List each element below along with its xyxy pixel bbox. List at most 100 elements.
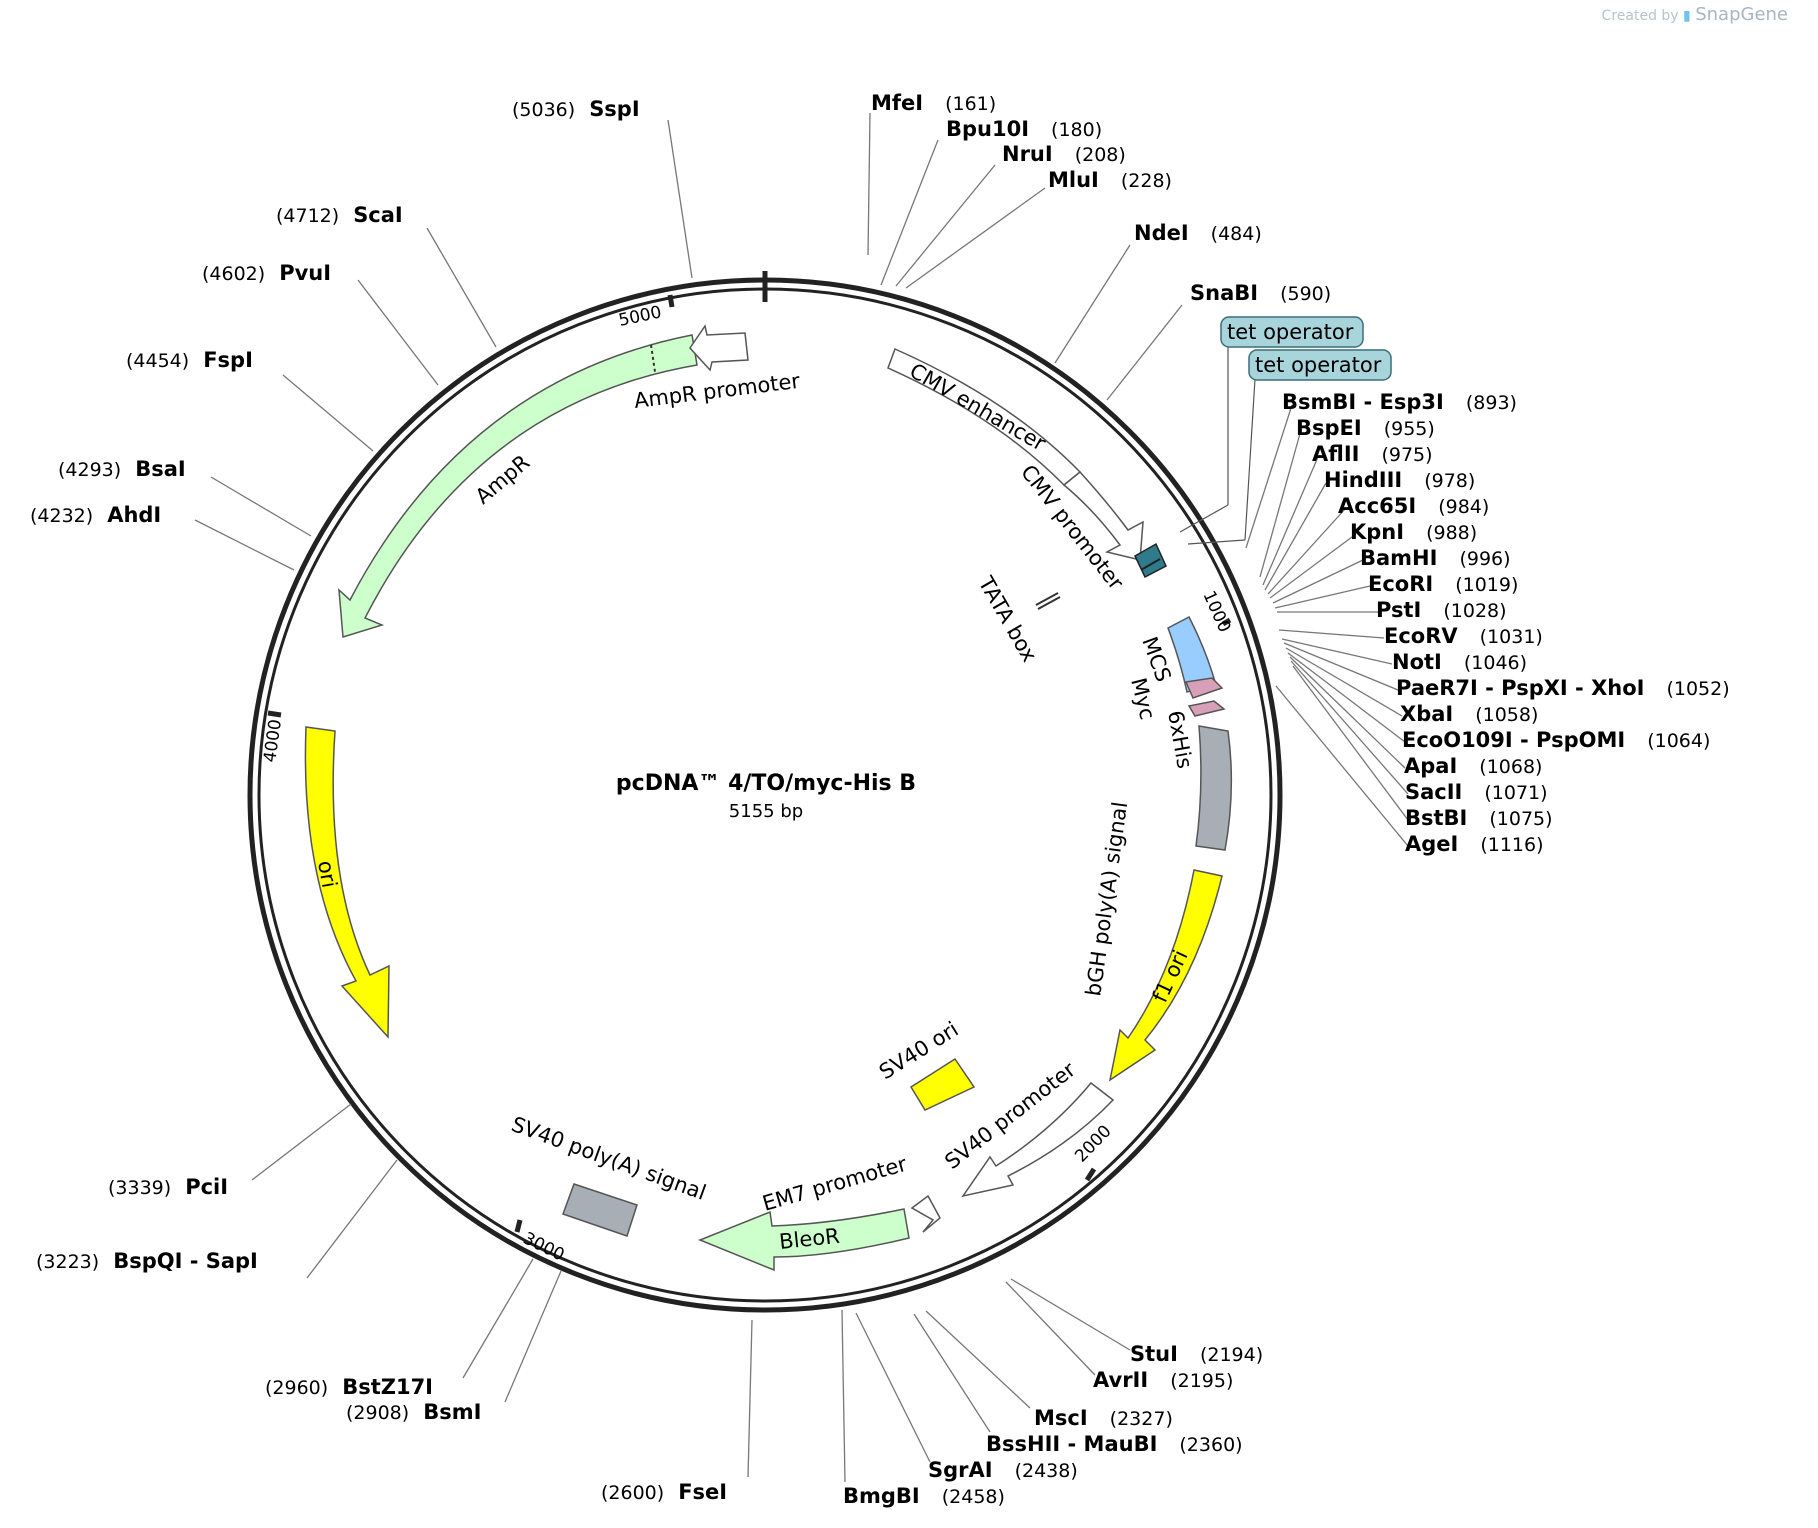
enzyme-pos: (3223)	[36, 1251, 99, 1273]
enzyme-name: EcoO109I - PspOMI	[1402, 728, 1625, 752]
enzyme-name: PstI	[1376, 598, 1421, 622]
svg-text:(2600)FseI: (2600)FseI	[601, 1480, 727, 1504]
enzyme-pos: (1116)	[1480, 834, 1543, 856]
enzyme-pos: (3339)	[108, 1177, 171, 1199]
svg-text:(4232)AhdI: (4232)AhdI	[30, 503, 161, 527]
enzyme-pos: (984)	[1438, 496, 1489, 518]
enzyme-name: SacII	[1405, 780, 1462, 804]
svg-text:NdeI(484): NdeI(484)	[1134, 221, 1262, 245]
enzyme-name: BspQI - SapI	[113, 1249, 258, 1273]
enzyme-name: NotI	[1392, 650, 1442, 674]
enzyme-name: SgrAI	[928, 1458, 993, 1482]
enzyme-name: BstZ17I	[342, 1375, 433, 1399]
enzyme-name: SnaBI	[1190, 281, 1258, 305]
plasmid-length: 5155 bp	[729, 801, 803, 822]
enzyme-name: XbaI	[1400, 702, 1453, 726]
enzyme-name: NdeI	[1134, 221, 1189, 245]
enzyme-pos: (161)	[945, 93, 996, 115]
enzyme-name: HindIII	[1324, 468, 1402, 492]
tick-3000	[514, 1219, 523, 1233]
svg-text:PaeR7I - PspXI - XhoI(1052): PaeR7I - PspXI - XhoI(1052)	[1396, 676, 1730, 700]
enzyme-name: NruI	[1002, 142, 1053, 166]
enzyme-pos: (5036)	[512, 99, 575, 121]
enzyme-pos: (1046)	[1464, 652, 1527, 674]
enzyme-pos: (1019)	[1455, 574, 1518, 596]
f1-ori-feature	[1108, 869, 1223, 1082]
enzyme-name: AflII	[1312, 442, 1359, 466]
enzyme-pos: (1058)	[1475, 704, 1538, 726]
ori-feature	[304, 726, 390, 1039]
svg-text:PstI(1028): PstI(1028)	[1376, 598, 1507, 622]
enzyme-name: MscI	[1034, 1406, 1088, 1430]
enzyme-name: BamHI	[1360, 546, 1437, 570]
enzyme-pos: (978)	[1424, 470, 1475, 492]
svg-text:Acc65I(984): Acc65I(984)	[1338, 494, 1489, 518]
ampr-promoter-label: AmpR promoter	[633, 369, 802, 413]
svg-text:SacII(1071): SacII(1071)	[1405, 780, 1548, 804]
svg-text:EcoRV(1031): EcoRV(1031)	[1384, 624, 1543, 648]
enzyme-leaders	[194, 112, 1409, 1483]
svg-text:KpnI(988): KpnI(988)	[1350, 520, 1477, 544]
enzyme-pos: (2327)	[1110, 1408, 1173, 1430]
enzyme-pos: (1052)	[1666, 678, 1729, 700]
svg-text:BssHII - MauBI(2360): BssHII - MauBI (2360)	[986, 1432, 1243, 1456]
enzyme-pos: (4712)	[276, 205, 339, 227]
enzyme-pos: (1068)	[1479, 756, 1542, 778]
enzyme-pos: (2194)	[1200, 1344, 1263, 1366]
tata-box-label: TATA box	[973, 572, 1041, 666]
svg-text:BspEI(955): BspEI(955)	[1296, 416, 1435, 440]
enzyme-name: PciI	[185, 1175, 228, 1199]
enzyme-pos: (208)	[1075, 144, 1126, 166]
svg-text:(2960)BstZ17I: (2960) BstZ17I	[265, 1375, 433, 1399]
svg-text:XbaI(1058): XbaI (1058)	[1400, 702, 1538, 726]
ampr-feature	[338, 334, 698, 638]
enzyme-name: StuI	[1130, 1342, 1178, 1366]
enzyme-name: BmgBI	[843, 1484, 920, 1508]
em7-promoter-label: EM7 promoter	[760, 1152, 910, 1216]
enzyme-labels: (5036)SspI (4712)ScaI (4602)PvuI (4454)F…	[30, 91, 1730, 1508]
tet-operator-box-1	[1220, 316, 1364, 348]
enzyme-name: FspI	[203, 348, 253, 372]
svg-text:NruI(208): NruI (208)	[1002, 142, 1126, 166]
svg-text:NotI(1046): NotI (1046)	[1392, 650, 1527, 674]
bleor-feature	[697, 1208, 910, 1272]
enzyme-name: BsmI	[423, 1400, 481, 1424]
enzyme-pos: (2960)	[265, 1377, 328, 1399]
enzyme-name: Bpu10I	[946, 117, 1029, 141]
svg-text:ApaI(1068): ApaI(1068)	[1404, 754, 1542, 778]
tet-operator-label-1: tet operator	[1227, 320, 1354, 344]
bgh-polya-signal-label: bGH poly(A) signal	[1081, 800, 1132, 997]
enzyme-pos: (2195)	[1170, 1370, 1233, 1392]
svg-text:StuI(2194): StuI (2194)	[1130, 1342, 1263, 1366]
enzyme-pos: (228)	[1121, 170, 1172, 192]
svg-text:(4293)BsaI: (4293)BsaI	[58, 457, 186, 481]
sv40-ori-feature	[909, 1057, 976, 1111]
enzyme-pos: (2908)	[346, 1402, 409, 1424]
enzyme-pos: (2600)	[601, 1482, 664, 1504]
svg-text:(3223)BspQI - SapI: (3223) BspQI - SapI	[36, 1249, 258, 1273]
svg-text:BmgBI(2458): BmgBI (2458)	[843, 1484, 1005, 1508]
6xhis-feature	[1187, 700, 1226, 717]
enzyme-pos: (180)	[1051, 119, 1102, 141]
enzyme-pos: (2458)	[942, 1486, 1005, 1508]
credit-brand: SnapGene	[1695, 4, 1788, 25]
backbone	[247, 271, 1283, 1313]
svg-text:AvrII(2195): AvrII(2195)	[1093, 1368, 1233, 1392]
enzyme-name: BssHII - MauBI	[986, 1432, 1157, 1456]
enzyme-pos: (1031)	[1480, 626, 1543, 648]
sv40-polya-signal-feature	[562, 1183, 638, 1237]
svg-text:BsmBI - Esp3I(893): BsmBI - Esp3I(893)	[1282, 390, 1517, 414]
cmv-enhancer-label: CMV enhancer	[906, 359, 1051, 456]
svg-text:SgrAI(2438): SgrAI (2438)	[928, 1458, 1078, 1482]
enzyme-pos: (2360)	[1179, 1434, 1242, 1456]
tet-operator-box-2	[1248, 349, 1392, 381]
enzyme-name: BsmBI - Esp3I	[1282, 390, 1444, 414]
enzyme-pos: (590)	[1280, 283, 1331, 305]
enzyme-pos: (1075)	[1489, 808, 1552, 830]
svg-text:EcoO109I - PspOMI(1064): EcoO109I - PspOMI(1064)	[1402, 728, 1710, 752]
enzyme-pos: (4454)	[126, 350, 189, 372]
enzyme-name: EcoRI	[1368, 572, 1433, 596]
enzyme-pos: (4232)	[30, 505, 93, 527]
enzyme-pos: (2438)	[1015, 1460, 1078, 1482]
enzyme-name: SspI	[589, 97, 639, 121]
